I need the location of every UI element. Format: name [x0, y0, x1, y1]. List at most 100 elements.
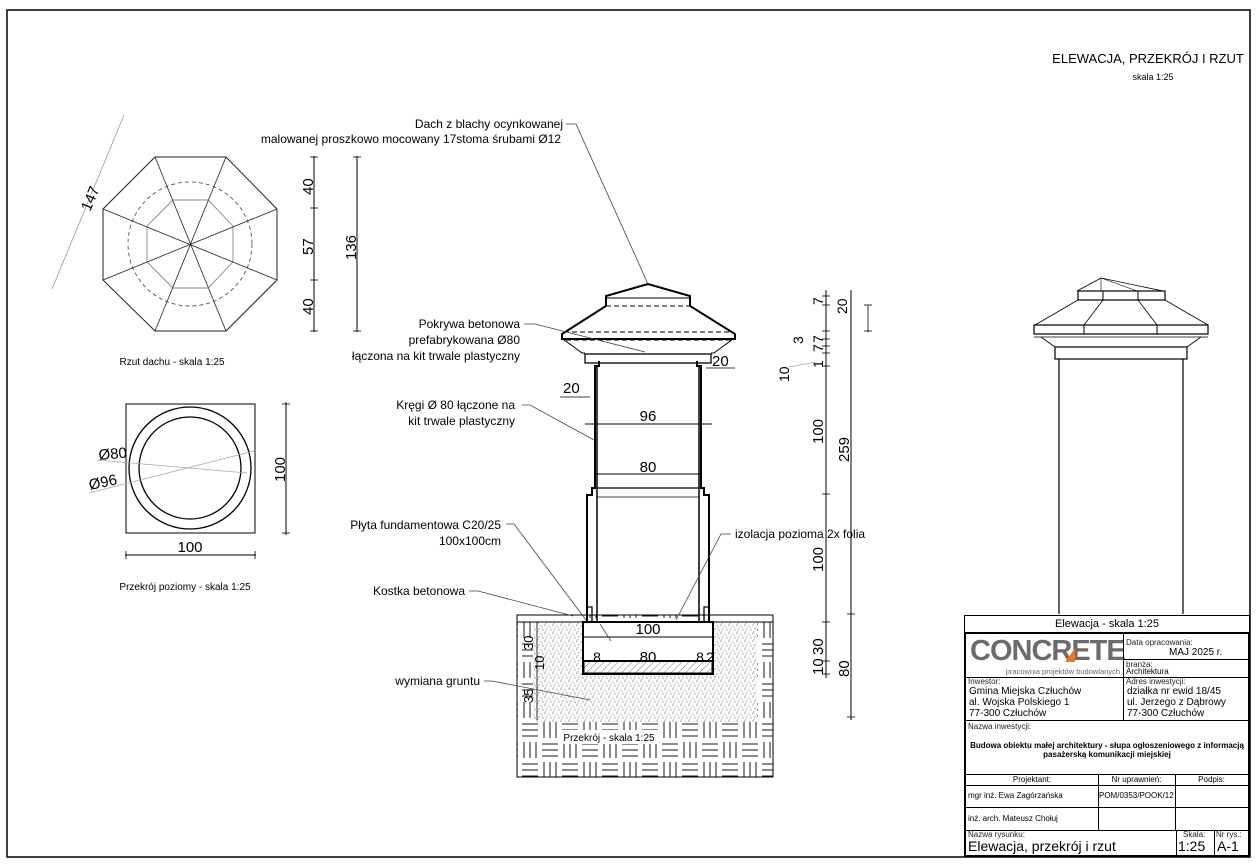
- roof-ridge-lines: [102, 156, 278, 332]
- hsec-leader-96: [88, 450, 255, 494]
- ring-dim-outer: 96: [640, 408, 657, 425]
- slab-dim-mid: 80: [640, 649, 657, 666]
- designer-name: mgr inż. Ewa Zagórzańska: [966, 785, 1099, 808]
- dim-3: 3: [790, 336, 806, 344]
- leader-lines: [469, 123, 731, 701]
- roof-section: [561, 282, 736, 341]
- project-name-line1: Budowa obiektu małej architektury - słup…: [970, 741, 1244, 750]
- hsec-leader-80: [96, 459, 248, 474]
- roof-annotation-line2: malowanej proszkowo mocowany 17stoma śru…: [261, 132, 561, 146]
- date-label: Data opracowania:: [1126, 638, 1193, 647]
- designer-license: POM/0353/POOK/12: [1098, 785, 1176, 808]
- slab-dim-right: 8: [696, 649, 704, 665]
- date-value: MAJ 2025 r.: [1169, 647, 1223, 658]
- roof-dashed-circle: [127, 181, 253, 307]
- investor-cell: Inwestor: Gmina Miejska Człuchów al. Woj…: [966, 677, 1124, 721]
- dim-7a: 7: [810, 297, 826, 305]
- roof-plan: 147 40 57 40 136 Rzut dachu - skala 1:25: [51, 114, 361, 368]
- roof-diagonal-dim: 147: [78, 184, 103, 214]
- hsec-inner-circle: [138, 416, 242, 520]
- cover-overhang-right: 20: [712, 353, 729, 370]
- dim-80: 80: [836, 660, 853, 677]
- designer-signature: [1175, 807, 1248, 831]
- rings-annotation-line1: Kręgi Ø 80 łączone na: [396, 398, 515, 412]
- soil-annotation: wymiana gruntu: [394, 674, 480, 688]
- dim-1: 1: [810, 360, 826, 368]
- investor-line: Gmina Miejska Człuchów: [969, 686, 1082, 697]
- date-cell: Data opracowania: MAJ 2025 r.: [1123, 634, 1248, 660]
- dim-7c: 7: [810, 344, 826, 352]
- left-dim-30: 30: [521, 636, 536, 650]
- horizontal-section: Ø80 Ø96 100 100 Przekrój poziomy - skala…: [87, 402, 290, 593]
- left-dim-35: 35: [521, 689, 536, 703]
- drawing-name-cell: Nazwa rysunku: Elewacja, przekrój i rzut: [966, 830, 1177, 855]
- drawing-number-label: Nr rys.:: [1216, 830, 1242, 839]
- designer-header: Projektant:: [966, 774, 1099, 786]
- logo-accent-icon: [1065, 648, 1075, 662]
- scale-cell: Skala: 1:25: [1176, 830, 1215, 855]
- paving-right: [708, 614, 774, 623]
- roof-annotation-line1: Dach z blachy ocynkowanej: [415, 117, 563, 131]
- drawing-name: Elewacja, przekrój i rzut: [968, 838, 1116, 854]
- designer-license: [1098, 807, 1176, 831]
- concrete-cover: [562, 338, 734, 364]
- company-logo: CONCRETE: [970, 635, 1126, 667]
- elevation-caption: Elewacja - skala 1:25: [1055, 618, 1159, 630]
- investor-line: al. Wojska Polskiego 1: [969, 697, 1070, 708]
- cover-annotation-line3: łączona na kit trwale plastyczny: [352, 349, 520, 363]
- sheet-border: [6, 9, 1251, 858]
- slab-annotation-line2: 100x100cm: [439, 534, 501, 548]
- elevation: [1033, 277, 1209, 614]
- branch-cell: branża: Architektura: [1123, 659, 1248, 678]
- dim-259: 259: [836, 437, 853, 462]
- cover-annotation-line2: prefabrykowana Ø80: [409, 333, 521, 347]
- project-name-line2: pasażerską komunikacji miejskiej: [1043, 750, 1171, 759]
- license-header: Nr uprawnień:: [1098, 774, 1176, 786]
- hsec-dim-outer-diameter: Ø96: [87, 471, 118, 494]
- branch-value: Architektura: [1126, 667, 1169, 676]
- roof-inner-octagon: [146, 199, 234, 289]
- dim-7b: 7: [810, 335, 826, 343]
- dim-10-leader: [788, 361, 817, 368]
- logo-cell: CONCRETE pracownia projektów budowlanych: [966, 634, 1126, 678]
- rings-annotation-line2: kit trwale plastyczny: [408, 414, 515, 428]
- vertical-dimensions: 7 20 3 7 7 1 10 100 259 100 30 10 80: [776, 290, 872, 720]
- section-caption-bg: [560, 730, 658, 744]
- paving-annotation: Kostka betonowa: [373, 584, 465, 598]
- section-caption: Przekrój - skala 1:25: [563, 733, 655, 744]
- address-line: ul. Jerzego z Dąbrowy: [1127, 697, 1226, 708]
- roof-octagon: [102, 156, 278, 332]
- paving-left: [516, 614, 588, 623]
- address-cell: Adres inwestycji: działka nr ewid 18/45 …: [1123, 677, 1248, 721]
- investor-label: Inwestor:: [968, 677, 1001, 686]
- designer-name: inż. arch. Mateusz Chołuj: [966, 807, 1099, 831]
- concrete-rings: [586, 361, 710, 622]
- address-label: Adres inwestycji:: [1126, 677, 1186, 686]
- hsec-dim-height: 100: [272, 457, 289, 482]
- roof-dim-bottom: 40: [300, 298, 317, 315]
- hsec-dim-width: 100: [177, 539, 202, 556]
- scale-value: 1:25: [1178, 838, 1206, 854]
- cover-annotation-line1: Pokrywa betonowa: [419, 317, 521, 331]
- ring-dim-inner: 80: [640, 459, 657, 476]
- slab-dim-right2: 2: [706, 649, 714, 665]
- roof-plan-caption: Rzut dachu - skala 1:25: [119, 357, 224, 368]
- roof-dim-top: 40: [300, 178, 317, 195]
- drawing-number: A-1: [1217, 838, 1239, 854]
- slab-annotation-line1: Płyta fundamentowa C20/25: [350, 518, 501, 532]
- address-line: działka nr ewid 18/45: [1127, 686, 1221, 697]
- insulation-annotation: izolacja pozioma 2x folia: [735, 527, 865, 541]
- hsec-dim-inner-diameter: Ø80: [98, 445, 128, 464]
- dim-20: 20: [834, 298, 850, 314]
- project-label: Nazwa inwestycji:: [968, 722, 1032, 731]
- dim-ticks: [822, 295, 872, 718]
- logo-tagline: pracownia projektów budowlanych: [1005, 667, 1120, 676]
- slab-dim-width: 100: [635, 621, 660, 638]
- logo-text-left: CONC: [970, 635, 1052, 667]
- sheet-title: ELEWACJA, PRZEKRÓJ I RZUT: [1052, 51, 1244, 66]
- vertical-section: 100 8 80 8 2 96 80 20 20: [261, 117, 865, 778]
- title-block: CONCRETE pracownia projektów budowlanych…: [964, 632, 1250, 857]
- sheet-subtitle: skala 1:25: [1132, 72, 1173, 82]
- roof-dim-mid: 57: [300, 238, 317, 255]
